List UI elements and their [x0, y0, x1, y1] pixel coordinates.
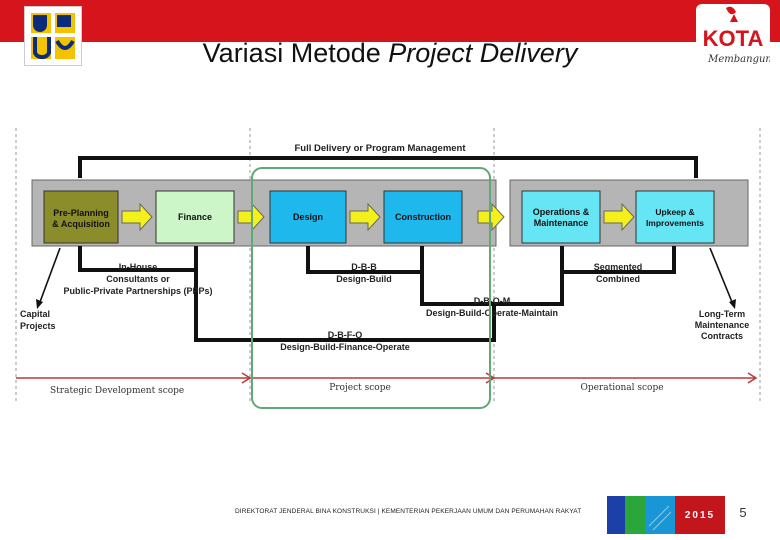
- flow-arrow-1: [121, 202, 153, 232]
- flow-arrow-5: [603, 202, 635, 232]
- scope-arrow-3: [747, 372, 758, 384]
- box-operations: [521, 190, 601, 244]
- footer-text: DIREKTORAT JENDERAL BINA KONSTRUKSI | KE…: [235, 508, 582, 515]
- inhouse-line2: Consultants or: [106, 274, 170, 284]
- box-preplanning-line1: Pre-Planning: [53, 208, 109, 218]
- scope-arrow-2: [485, 372, 496, 384]
- box-finance: [155, 190, 235, 244]
- longterm-line3: Contracts: [701, 331, 743, 341]
- box-upkeep-line2: Improvements: [646, 218, 704, 228]
- strategic-scope-label: Strategic Development scope: [50, 386, 184, 396]
- capital-line2: Projects: [20, 321, 56, 331]
- box-preplanning: [43, 190, 119, 244]
- dbfo-bracket: [194, 270, 496, 342]
- segmented-bracket: [560, 246, 676, 274]
- box-operations-line1: Operations &: [533, 207, 590, 217]
- footer-year: 2015: [685, 510, 715, 521]
- operational-scope-label: Operational scope: [580, 383, 663, 393]
- project-scope-highlight: [251, 167, 491, 409]
- box-construction: [383, 190, 463, 244]
- longterm-arrow-head: [729, 299, 736, 309]
- kota-word: KOTA: [703, 26, 764, 51]
- box-operations-line2: Maintenance: [534, 218, 589, 228]
- inhouse-line1: In-House: [119, 262, 158, 272]
- dbfo-line1: D-B-F-O: [328, 330, 363, 340]
- box-upkeep: [635, 190, 715, 244]
- longterm-line1: Long-Term: [699, 309, 745, 319]
- capital-arrow-line: [39, 247, 61, 303]
- full-delivery-label: Full Delivery or Program Management: [294, 143, 466, 154]
- page-title: Variasi Metode Project Delivery: [120, 38, 660, 78]
- page-number: 5: [739, 505, 747, 520]
- project-scope-label: Project scope: [329, 383, 391, 393]
- box-construction-label: Construction: [395, 212, 451, 222]
- project-delivery-diagram: Full Delivery or Program Management Pre-…: [15, 128, 761, 409]
- box-upkeep-line1: Upkeep &: [655, 207, 694, 217]
- dbb-line1: D-B-B: [351, 262, 377, 272]
- box-design: [269, 190, 347, 244]
- box-preplanning-line2: & Acquisition: [52, 219, 110, 229]
- dbfo-line2: Design-Build-Finance-Operate: [280, 342, 410, 352]
- header-bar: [0, 0, 780, 42]
- box-finance-label: Finance: [178, 212, 212, 222]
- inhouse-bracket: [78, 246, 198, 272]
- ministry-logo: [24, 6, 82, 66]
- segmented-line1: Segmented: [594, 262, 643, 272]
- footer-color-band: 2015: [607, 496, 725, 534]
- segmented-line2: Combined: [596, 274, 640, 284]
- dbom-line2: Design-Build-Operate-Maintain: [426, 308, 558, 318]
- inhouse-line3: Public-Private Partnerships (PPPs): [63, 286, 212, 296]
- flow-arrow-3: [349, 202, 381, 232]
- kota-membangun-logo: KOTA Membangun: [696, 4, 772, 68]
- longterm-line2: Maintenance: [695, 320, 750, 330]
- full-delivery-bracket: [78, 156, 698, 178]
- scope-arrow-1: [241, 372, 252, 384]
- membangun-script: Membangun: [707, 54, 770, 65]
- capital-line1: Capital: [20, 309, 50, 319]
- longterm-arrow-line: [709, 247, 733, 303]
- dbom-line1: D-B-O-M: [474, 296, 511, 306]
- box-design-label: Design: [293, 212, 323, 222]
- dbb-line2: Design-Build: [336, 274, 392, 284]
- title-italic: Project Delivery: [388, 38, 578, 68]
- dbb-bracket: [306, 246, 424, 274]
- title-regular: Variasi Metode: [202, 38, 389, 68]
- capital-arrow-head: [36, 299, 43, 309]
